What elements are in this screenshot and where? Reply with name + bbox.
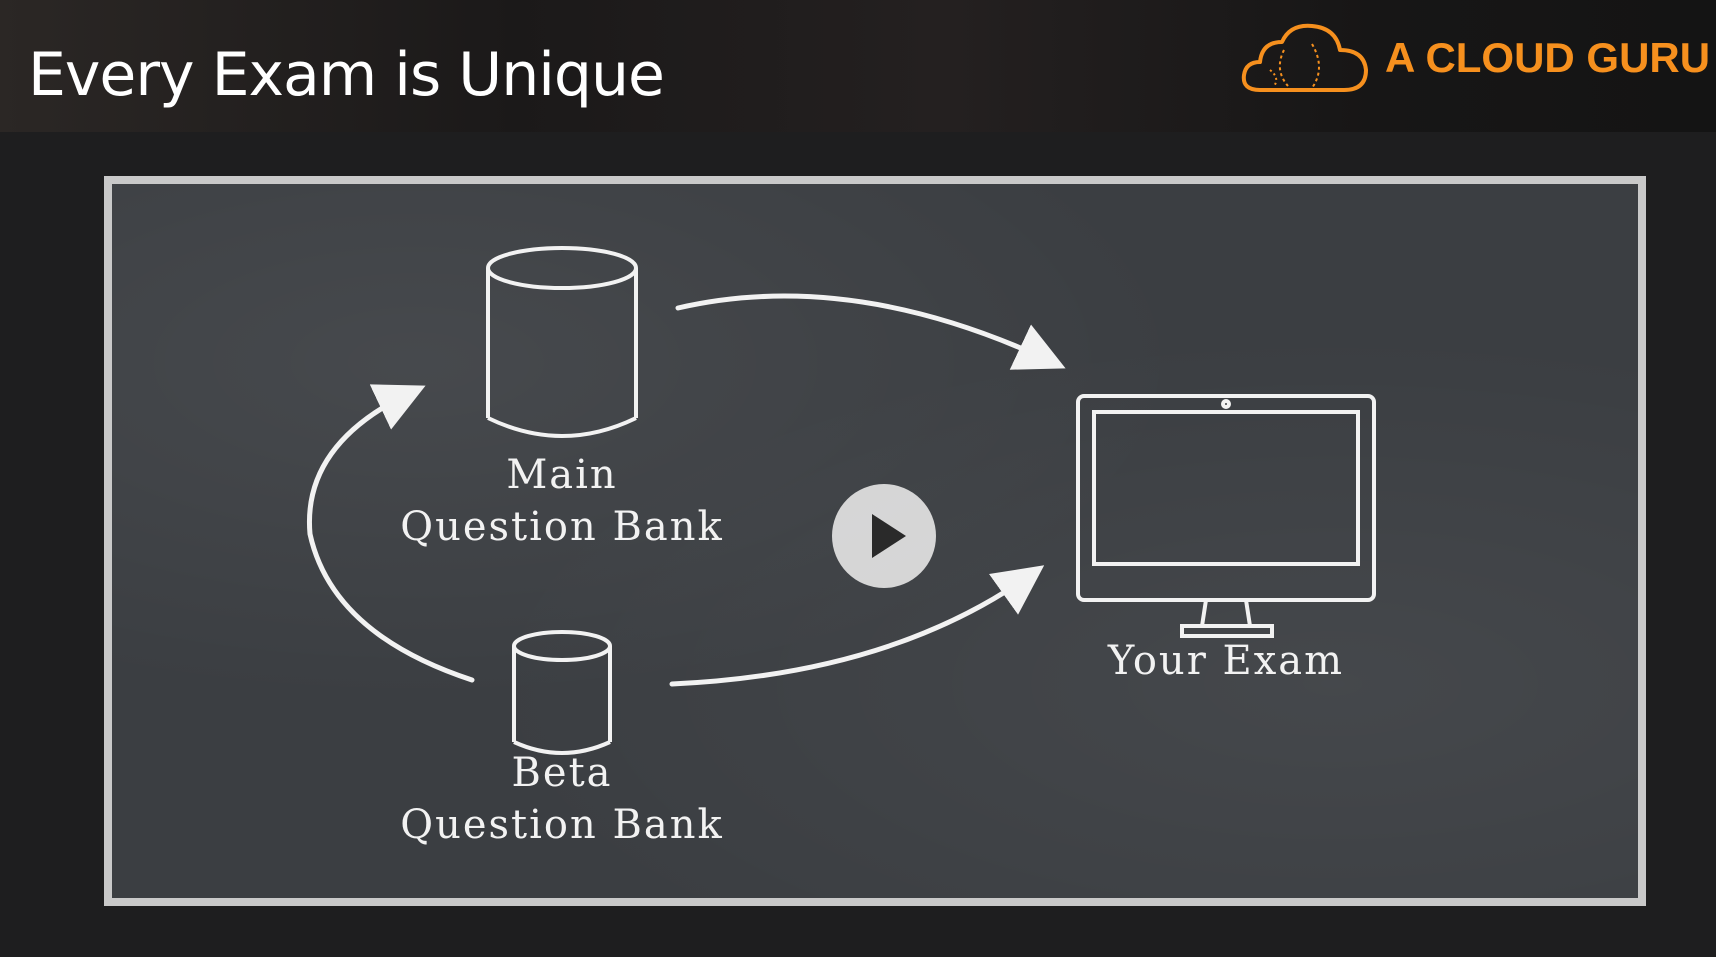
play-icon [872, 514, 906, 558]
brand-name: A CLOUD GURU [1385, 34, 1711, 81]
slide-title: Every Exam is Unique [28, 40, 665, 110]
arrow-beta-to-main [306, 384, 475, 683]
diagram-artwork [306, 246, 1376, 755]
exam-monitor-icon [1076, 394, 1376, 638]
main-bank-label-line1: Main [506, 452, 618, 498]
arrow-main-to-exam [675, 293, 1066, 370]
slide-header: Every Exam is Unique A CLOUD GURU [0, 0, 1716, 132]
arrow-beta-to-exam [669, 565, 1045, 687]
beta-bank-label-line2: Question Bank [400, 802, 724, 848]
beta-bank-database-icon [512, 630, 612, 755]
main-bank-database-icon [486, 246, 638, 438]
beta-bank-label-line1: Beta [511, 750, 613, 796]
main-bank-label-line2: Question Bank [400, 504, 724, 550]
cloud-logo-icon [1241, 23, 1368, 92]
chalkboard-diagram: Main Question Bank Beta Question Bank Yo… [104, 176, 1646, 906]
exam-label: Your Exam [1107, 638, 1345, 684]
brand-logo: A CLOUD GURU [1240, 20, 1710, 100]
play-button[interactable] [832, 484, 936, 588]
